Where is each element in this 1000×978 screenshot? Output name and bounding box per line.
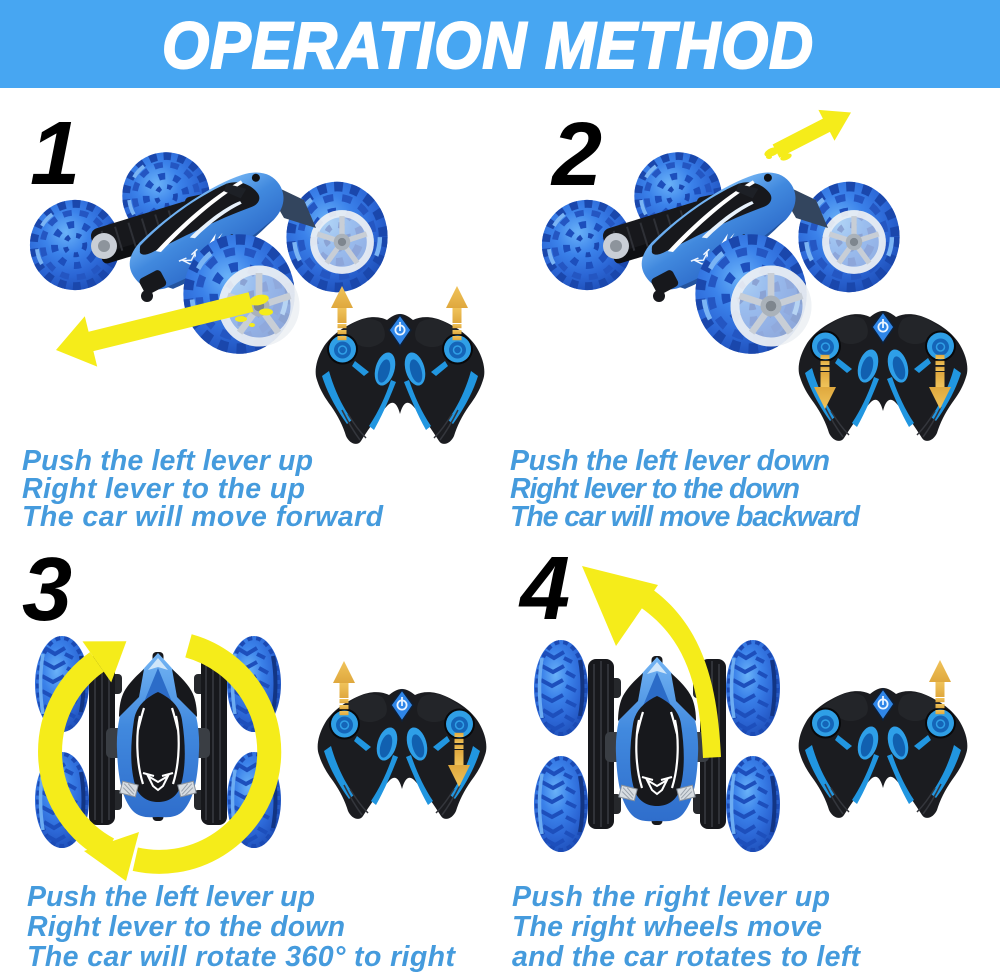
svg-text:Right lever to the down: Right lever to the down [510, 473, 800, 505]
svg-text:The right wheels move: The right wheels move [512, 911, 822, 943]
svg-text:1: 1 [30, 104, 80, 204]
svg-text:The car will move forward: The car will move forward [22, 501, 384, 533]
svg-text:Right lever to the up: Right lever to the up [22, 473, 305, 505]
svg-text:OPERATION METHOD: OPERATION METHOD [162, 8, 814, 82]
svg-text:Push the left lever up: Push the left lever up [27, 881, 315, 913]
svg-text:and the car rotates to left: and the car rotates to left [512, 941, 862, 973]
svg-text:Push the left lever up: Push the left lever up [22, 445, 313, 477]
svg-text:3: 3 [22, 540, 72, 640]
svg-text:Push the left lever down: Push the left lever down [510, 445, 830, 477]
svg-text:The car will move backward: The car will move backward [510, 501, 861, 533]
svg-text:Push the right lever up: Push the right lever up [512, 881, 830, 913]
svg-text:Right lever to the down: Right lever to the down [27, 911, 345, 943]
svg-text:4: 4 [518, 539, 570, 639]
svg-text:2: 2 [550, 105, 602, 205]
svg-text:The car will rotate 360° to ri: The car will rotate 360° to right [27, 941, 457, 973]
